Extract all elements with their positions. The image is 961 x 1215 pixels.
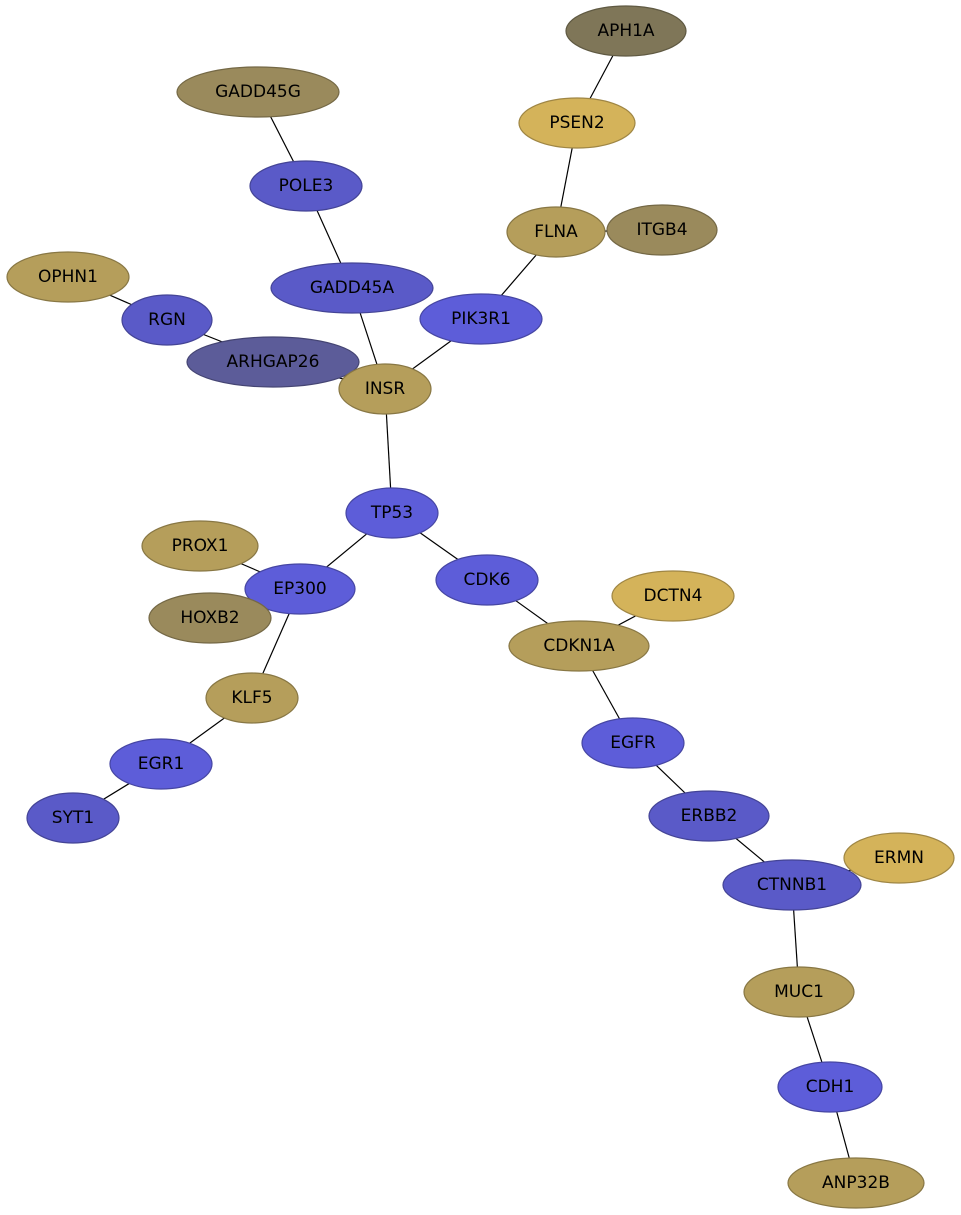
node-klf5[interactable]: KLF5 xyxy=(205,672,299,724)
node-psen2[interactable]: PSEN2 xyxy=(518,97,636,149)
node-label: FLNA xyxy=(534,222,578,242)
node-ellipse xyxy=(109,738,213,790)
node-ellipse xyxy=(606,204,718,256)
node-cdkn1a[interactable]: CDKN1A xyxy=(508,620,650,672)
node-ellipse xyxy=(186,336,360,388)
node-prox1[interactable]: PROX1 xyxy=(141,520,259,572)
node-ellipse xyxy=(205,672,299,724)
node-muc1[interactable]: MUC1 xyxy=(743,966,855,1018)
node-ellipse xyxy=(6,251,130,303)
node-tp53[interactable]: TP53 xyxy=(345,487,439,539)
node-hoxb2[interactable]: HOXB2 xyxy=(148,592,272,644)
node-label: PSEN2 xyxy=(549,113,604,133)
node-label: ERMN xyxy=(874,848,924,868)
node-aph1a[interactable]: APH1A xyxy=(565,5,687,57)
node-itgb4[interactable]: ITGB4 xyxy=(606,204,718,256)
node-ellipse xyxy=(435,554,539,606)
node-ermn[interactable]: ERMN xyxy=(843,832,955,884)
node-ellipse xyxy=(345,487,439,539)
node-ctnnb1[interactable]: CTNNB1 xyxy=(722,859,862,911)
node-ellipse xyxy=(26,792,120,844)
node-ellipse xyxy=(506,206,606,258)
node-egr1[interactable]: EGR1 xyxy=(109,738,213,790)
node-ellipse xyxy=(611,570,735,622)
node-ellipse xyxy=(565,5,687,57)
node-label: EP300 xyxy=(273,579,326,599)
node-pole3[interactable]: POLE3 xyxy=(249,160,363,212)
node-label: ANP32B xyxy=(822,1173,890,1193)
node-label: HOXB2 xyxy=(180,608,239,628)
node-ellipse xyxy=(121,294,213,346)
node-erbb2[interactable]: ERBB2 xyxy=(648,790,770,842)
node-label: GADD45A xyxy=(310,278,395,298)
node-ellipse xyxy=(270,262,434,314)
node-ellipse xyxy=(249,160,363,212)
node-label: ITGB4 xyxy=(636,220,687,240)
node-ophn1[interactable]: OPHN1 xyxy=(6,251,130,303)
node-ellipse xyxy=(419,293,543,345)
node-cdh1[interactable]: CDH1 xyxy=(777,1061,883,1113)
node-pik3r1[interactable]: PIK3R1 xyxy=(419,293,543,345)
node-ellipse xyxy=(176,66,340,118)
node-dctn4[interactable]: DCTN4 xyxy=(611,570,735,622)
node-label: POLE3 xyxy=(279,176,334,196)
node-cdk6[interactable]: CDK6 xyxy=(435,554,539,606)
node-ellipse xyxy=(141,520,259,572)
node-label: ERBB2 xyxy=(681,806,738,826)
node-label: CDKN1A xyxy=(543,636,615,656)
node-ellipse xyxy=(508,620,650,672)
node-ellipse xyxy=(244,563,356,615)
node-ep300[interactable]: EP300 xyxy=(244,563,356,615)
node-flna[interactable]: FLNA xyxy=(506,206,606,258)
node-ellipse xyxy=(338,363,432,415)
node-syt1[interactable]: SYT1 xyxy=(26,792,120,844)
node-ellipse xyxy=(148,592,272,644)
node-label: TP53 xyxy=(370,503,413,523)
node-egfr[interactable]: EGFR xyxy=(581,717,685,769)
node-anp32b[interactable]: ANP32B xyxy=(787,1157,925,1209)
node-rgn[interactable]: RGN xyxy=(121,294,213,346)
node-ellipse xyxy=(648,790,770,842)
node-label: SYT1 xyxy=(52,808,94,828)
node-label: KLF5 xyxy=(231,688,272,708)
node-label: PIK3R1 xyxy=(451,309,511,329)
node-label: CDK6 xyxy=(464,570,511,590)
node-gadd45a[interactable]: GADD45A xyxy=(270,262,434,314)
node-label: GADD45G xyxy=(215,82,301,102)
node-label: RGN xyxy=(148,310,186,330)
node-insr[interactable]: INSR xyxy=(338,363,432,415)
node-label: CDH1 xyxy=(806,1077,855,1097)
node-gadd45g[interactable]: GADD45G xyxy=(176,66,340,118)
node-ellipse xyxy=(777,1061,883,1113)
node-label: CTNNB1 xyxy=(757,875,827,895)
node-label: EGR1 xyxy=(138,754,185,774)
node-ellipse xyxy=(581,717,685,769)
node-ellipse xyxy=(518,97,636,149)
node-label: EGFR xyxy=(610,733,656,753)
node-label: APH1A xyxy=(597,21,654,41)
node-ellipse xyxy=(722,859,862,911)
node-label: ARHGAP26 xyxy=(227,352,320,372)
node-ellipse xyxy=(843,832,955,884)
node-label: MUC1 xyxy=(774,982,824,1002)
node-arhgap26[interactable]: ARHGAP26 xyxy=(186,336,360,388)
node-label: PROX1 xyxy=(172,536,229,556)
node-label: DCTN4 xyxy=(644,586,703,606)
node-ellipse xyxy=(743,966,855,1018)
node-label: OPHN1 xyxy=(38,267,98,287)
node-ellipse xyxy=(787,1157,925,1209)
node-label: INSR xyxy=(365,379,406,399)
